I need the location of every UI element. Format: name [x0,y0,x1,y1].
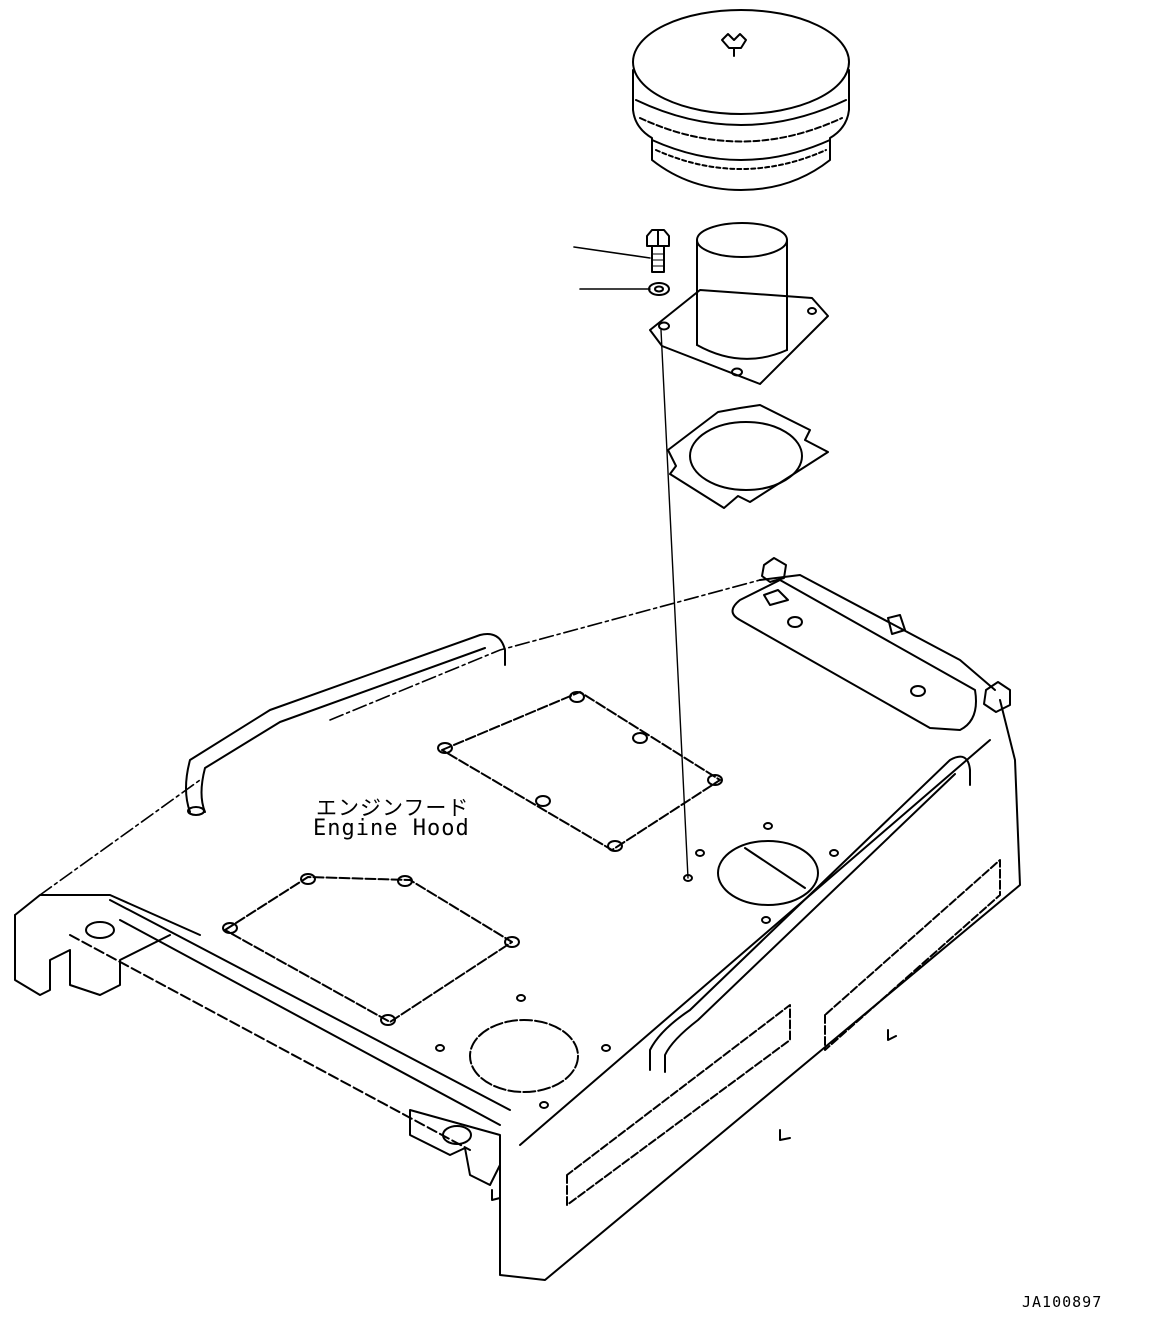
air-cleaner-cap-icon [632,9,850,191]
intake-pipe-icon [649,222,829,385]
assembly-centerline [660,329,689,879]
part-name-english: Engine Hood [313,816,470,841]
engine-hood-icon [14,557,1021,1281]
bolt-icon [646,229,670,273]
leader-lines [573,246,651,290]
gasket-icon [667,404,829,509]
part-name-japanese: エンジンフード [316,796,470,820]
drawing-number: JA100897 [1022,1293,1103,1311]
washer-icon [648,282,670,296]
